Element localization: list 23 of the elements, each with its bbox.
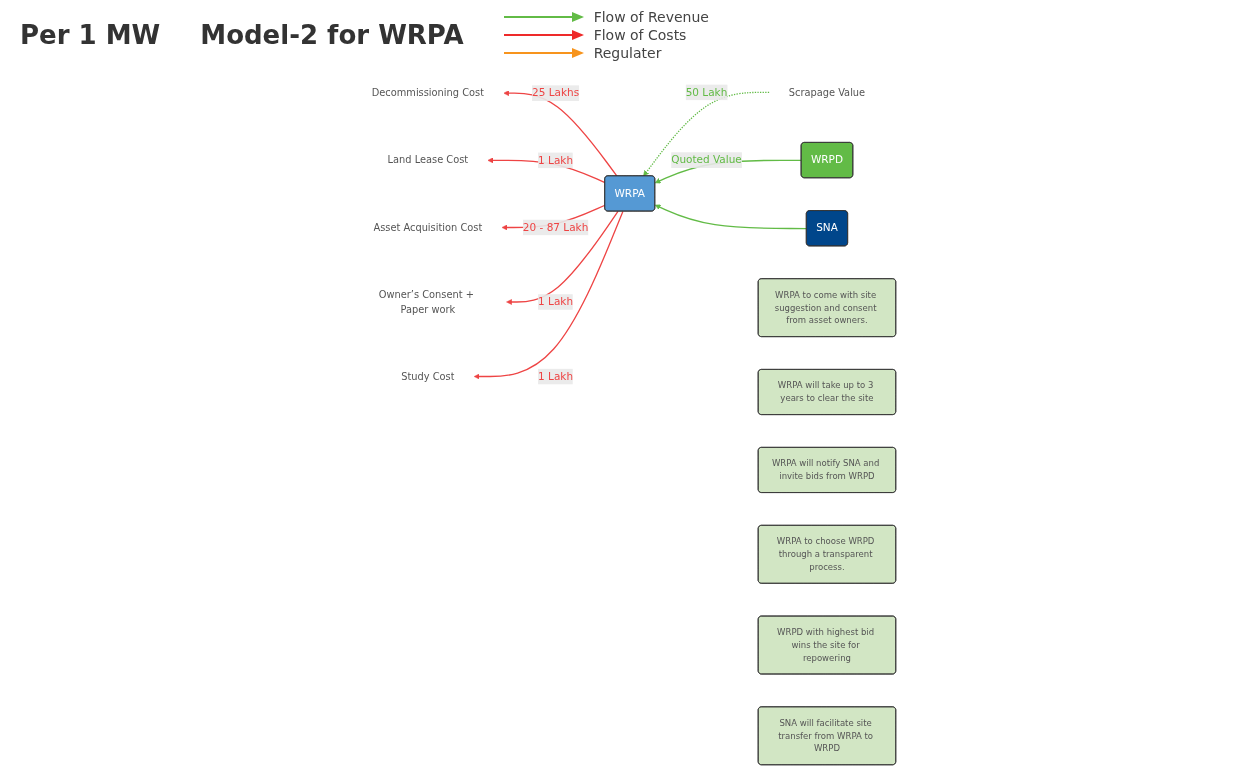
edge-label: Quoted Value bbox=[671, 153, 742, 166]
edge-label: 1 Lakh bbox=[538, 369, 574, 383]
arrow bbox=[506, 210, 619, 305]
edge-label: 25 Lakhs bbox=[532, 86, 580, 100]
node-text: Decommissioning Cost bbox=[371, 87, 484, 99]
title: Model-2 for WRPA bbox=[200, 20, 464, 50]
edge-label: 1 Lakh bbox=[538, 295, 574, 308]
node-text: Owner’s Consent + Paper work bbox=[378, 288, 474, 316]
edge-label: 1 Lakh bbox=[538, 153, 574, 167]
edge-label: 50 Lakh bbox=[685, 85, 728, 99]
arrow bbox=[643, 91, 770, 177]
legend-label: Regulater bbox=[593, 45, 662, 61]
legend-label: Flow of Revenue bbox=[593, 9, 709, 25]
node-text: Study Cost bbox=[401, 370, 455, 383]
arrow bbox=[503, 90, 618, 177]
legend-label: Flow of Costs bbox=[593, 27, 687, 43]
heading: Per 1 MW bbox=[20, 20, 161, 50]
arrow bbox=[654, 204, 808, 230]
node-text: Asset Acquisition Cost bbox=[373, 221, 483, 234]
node-text: Land Lease Cost bbox=[387, 154, 469, 167]
node-text: Scrapage Value bbox=[788, 86, 866, 99]
arrow bbox=[473, 210, 624, 380]
edge-label: 20 - 87 Lakh bbox=[522, 220, 589, 234]
